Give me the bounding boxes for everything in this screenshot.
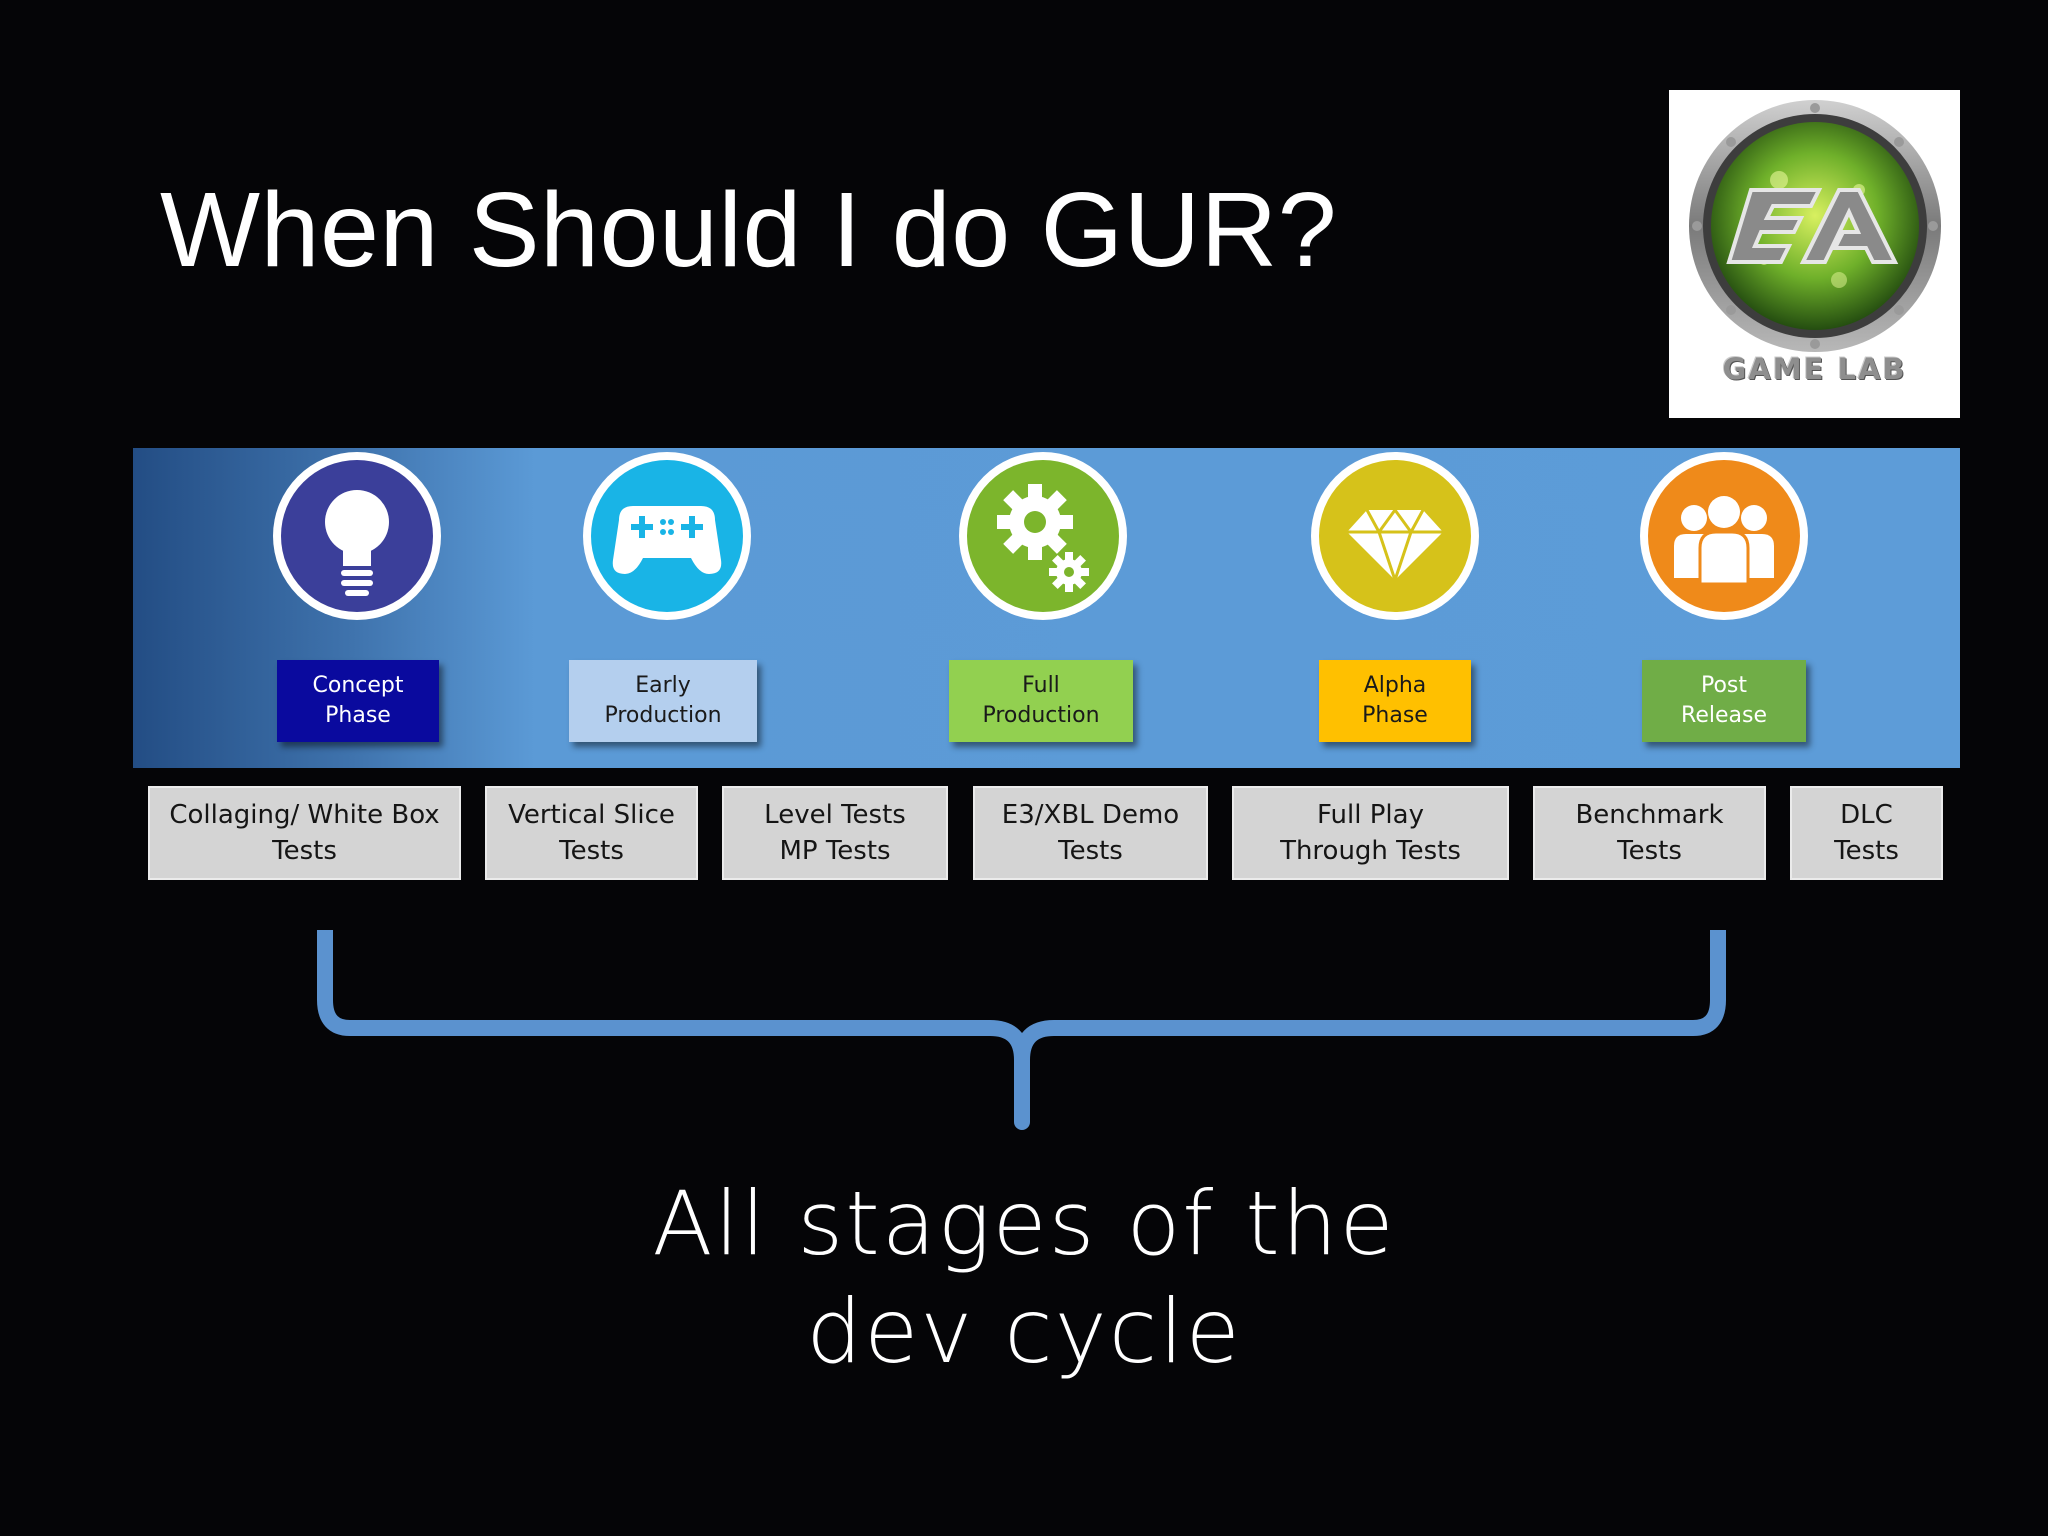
test-box-level-mp: Level Tests MP Tests [722,786,948,880]
lightbulb-icon [273,452,441,620]
phase-label-early-production: Early Production [569,660,757,742]
gamepad-icon [583,452,751,620]
slide-caption: All stages of the dev cycle [652,1172,1396,1383]
diamond-icon [1311,452,1479,620]
game-lab-wordmark: GAME LAB [1722,352,1907,386]
ea-emblem-icon [1689,100,1941,352]
gears-icon [959,452,1127,620]
slide-title: When Should I do GUR? [160,171,1338,289]
test-box-full-play-through: Full Play Through Tests [1232,786,1509,880]
test-box-vertical-slice: Vertical Slice Tests [485,786,698,880]
test-box-collaging: Collaging/ White Box Tests [148,786,461,880]
phase-label-full-production: Full Production [949,660,1133,742]
phase-label-concept: Concept Phase [277,660,439,742]
people-icon [1640,452,1808,620]
phase-band: Concept Phase Early Production [133,448,1960,768]
ea-game-lab-logo: GAME LAB [1669,90,1960,418]
phase-label-alpha: Alpha Phase [1319,660,1471,742]
test-box-benchmark: Benchmark Tests [1533,786,1766,880]
test-box-e3-xbl-demo: E3/XBL Demo Tests [973,786,1208,880]
test-box-dlc: DLC Tests [1790,786,1943,880]
phase-label-post-release: Post Release [1642,660,1806,742]
